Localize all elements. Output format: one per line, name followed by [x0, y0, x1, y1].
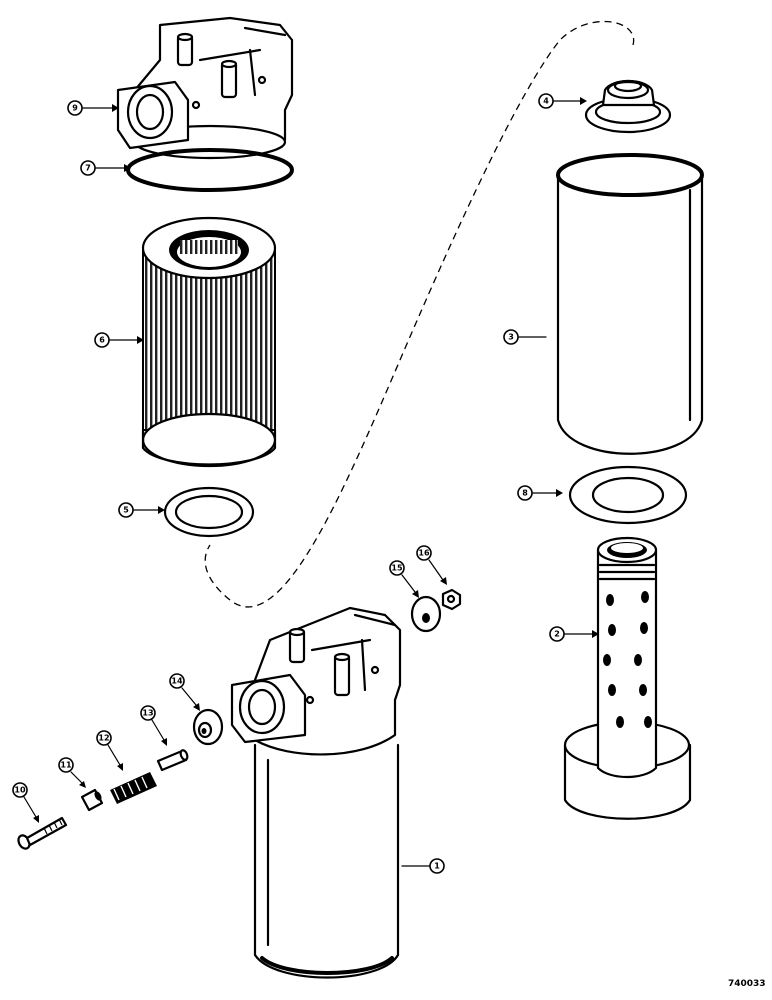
seal-ring-right [568, 465, 688, 525]
callout-16-label: 16 [418, 549, 430, 558]
callout-5: 5 [118, 502, 165, 518]
dashed-reference-line [204, 20, 635, 608]
callout-14-label: 14 [171, 677, 183, 686]
callout-9-label: 9 [72, 104, 78, 113]
callout-10-label: 10 [14, 786, 26, 795]
spring-retainer [584, 79, 672, 134]
callout-15: 15 [389, 560, 419, 598]
callout-8: 8 [517, 485, 563, 501]
filter-bowl [556, 153, 704, 455]
callout-16: 16 [416, 545, 447, 585]
pin [156, 749, 189, 772]
callout-2: 2 [549, 626, 599, 642]
nut [441, 588, 462, 611]
callout-6: 6 [94, 332, 144, 348]
callout-8-label: 8 [522, 489, 528, 498]
seal-ring-left [163, 486, 255, 538]
callout-1: 1 [401, 858, 445, 874]
callout-7: 7 [80, 160, 131, 176]
callout-4: 4 [538, 93, 587, 109]
callout-13-label: 13 [142, 709, 153, 718]
callout-4-label: 4 [543, 97, 549, 106]
callout-12-label: 12 [98, 734, 109, 743]
filter-element [141, 216, 277, 468]
filter-head-upper [116, 16, 294, 160]
callout-13: 13 [140, 705, 167, 746]
callout-14: 14 [169, 673, 200, 711]
callout-3-label: 3 [508, 333, 514, 342]
o-ring-large [126, 148, 294, 192]
callout-1-label: 1 [434, 862, 440, 871]
callout-11-label: 11 [60, 761, 72, 770]
spring [110, 772, 157, 804]
callout-10: 10 [12, 782, 39, 823]
perforated-standpipe [563, 536, 692, 820]
bushing [80, 788, 104, 812]
callout-2-label: 2 [554, 630, 560, 639]
filter-head-lower-assembly [230, 606, 402, 979]
callout-5-label: 5 [123, 506, 129, 515]
callout-11: 11 [58, 757, 86, 788]
bolt [17, 816, 68, 850]
callout-7-label: 7 [85, 164, 91, 173]
callout-3: 3 [503, 329, 547, 345]
callout-12: 12 [96, 730, 123, 771]
callout-6-label: 6 [99, 336, 105, 345]
drawing-number: 740033 [728, 979, 766, 989]
callout-15-label: 15 [391, 564, 403, 573]
callout-9: 9 [67, 100, 119, 116]
valve-disc [192, 708, 224, 746]
washer [410, 595, 442, 633]
